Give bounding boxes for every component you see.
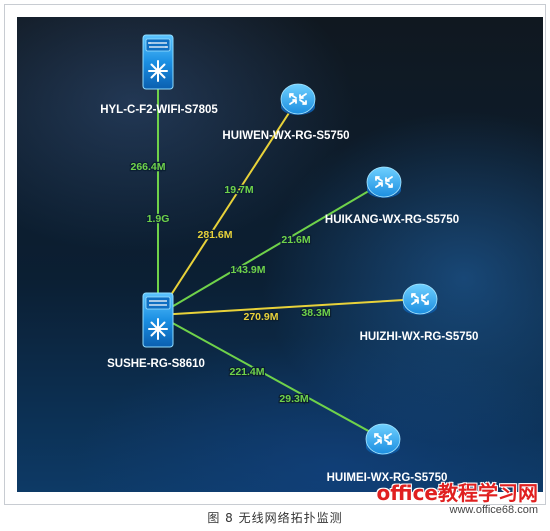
topology-map: 266.4M 1.9G 281.6M 19.7M 143.9M 21.6M 27… [100,34,479,484]
link-sushe-huimei[interactable] [157,314,384,440]
watermark-brand: office教程学习网 [376,481,538,505]
switch-icon [142,292,174,348]
figure-frame: 266.4M 1.9G 281.6M 19.7M 143.9M 21.6M 27… [4,4,546,505]
router-icon [365,423,401,455]
node-sushe-rg-s8610[interactable]: SUSHE-RG-S8610 [107,292,205,370]
watermark: office教程学习网 www.office68.com [377,482,538,517]
router-icon [280,83,316,115]
switch-icon [142,34,174,90]
router-icon [366,166,402,198]
node-huizhi-wx-rg-s5750[interactable]: HUIZHI-WX-RG-S5750 [360,283,479,343]
speed-label: 270.9M [243,311,278,323]
node-hyl-c-f2-wifi-s7805[interactable]: HYL-C-F2-WIFI-S7805 [100,34,218,116]
topology-canvas[interactable]: 266.4M 1.9G 281.6M 19.7M 143.9M 21.6M 27… [17,17,543,492]
node-label: HUIKANG-WX-RG-S5750 [325,214,459,226]
watermark-url: www.office68.com [449,504,538,516]
node-label: SUSHE-RG-S8610 [107,358,205,370]
node-label: HUIWEN-WX-RG-S5750 [222,130,349,142]
link-sushe-huiwen[interactable] [157,98,299,316]
node-huikang-wx-rg-s5750[interactable]: HUIKANG-WX-RG-S5750 [325,166,459,226]
router-icon [402,283,438,315]
link-sushe-huikang[interactable] [157,181,385,316]
node-huimei-wx-rg-s5750[interactable]: HUIMEI-WX-RG-S5750 [327,423,448,484]
node-label: HUIMEI-WX-RG-S5750 [327,472,448,484]
speed-label: 1.9G [147,213,170,225]
speed-label: 21.6M [281,234,310,246]
node-label: HUIZHI-WX-RG-S5750 [360,331,479,343]
speed-label: 38.3M [301,307,330,319]
speed-label: 281.6M [197,229,232,241]
speed-label: 143.9M [230,264,265,276]
figure-caption: 图 8 无线网络拓扑监测 [207,511,343,525]
speed-label: 266.4M [130,161,165,173]
node-label: HYL-C-F2-WIFI-S7805 [100,104,218,116]
speed-label: 29.3M [279,393,308,405]
link-sushe-huizhi[interactable] [157,298,421,316]
speed-label: 19.7M [224,184,253,196]
node-huiwen-wx-rg-s5750[interactable]: HUIWEN-WX-RG-S5750 [222,83,350,142]
speed-label: 221.4M [229,366,264,378]
